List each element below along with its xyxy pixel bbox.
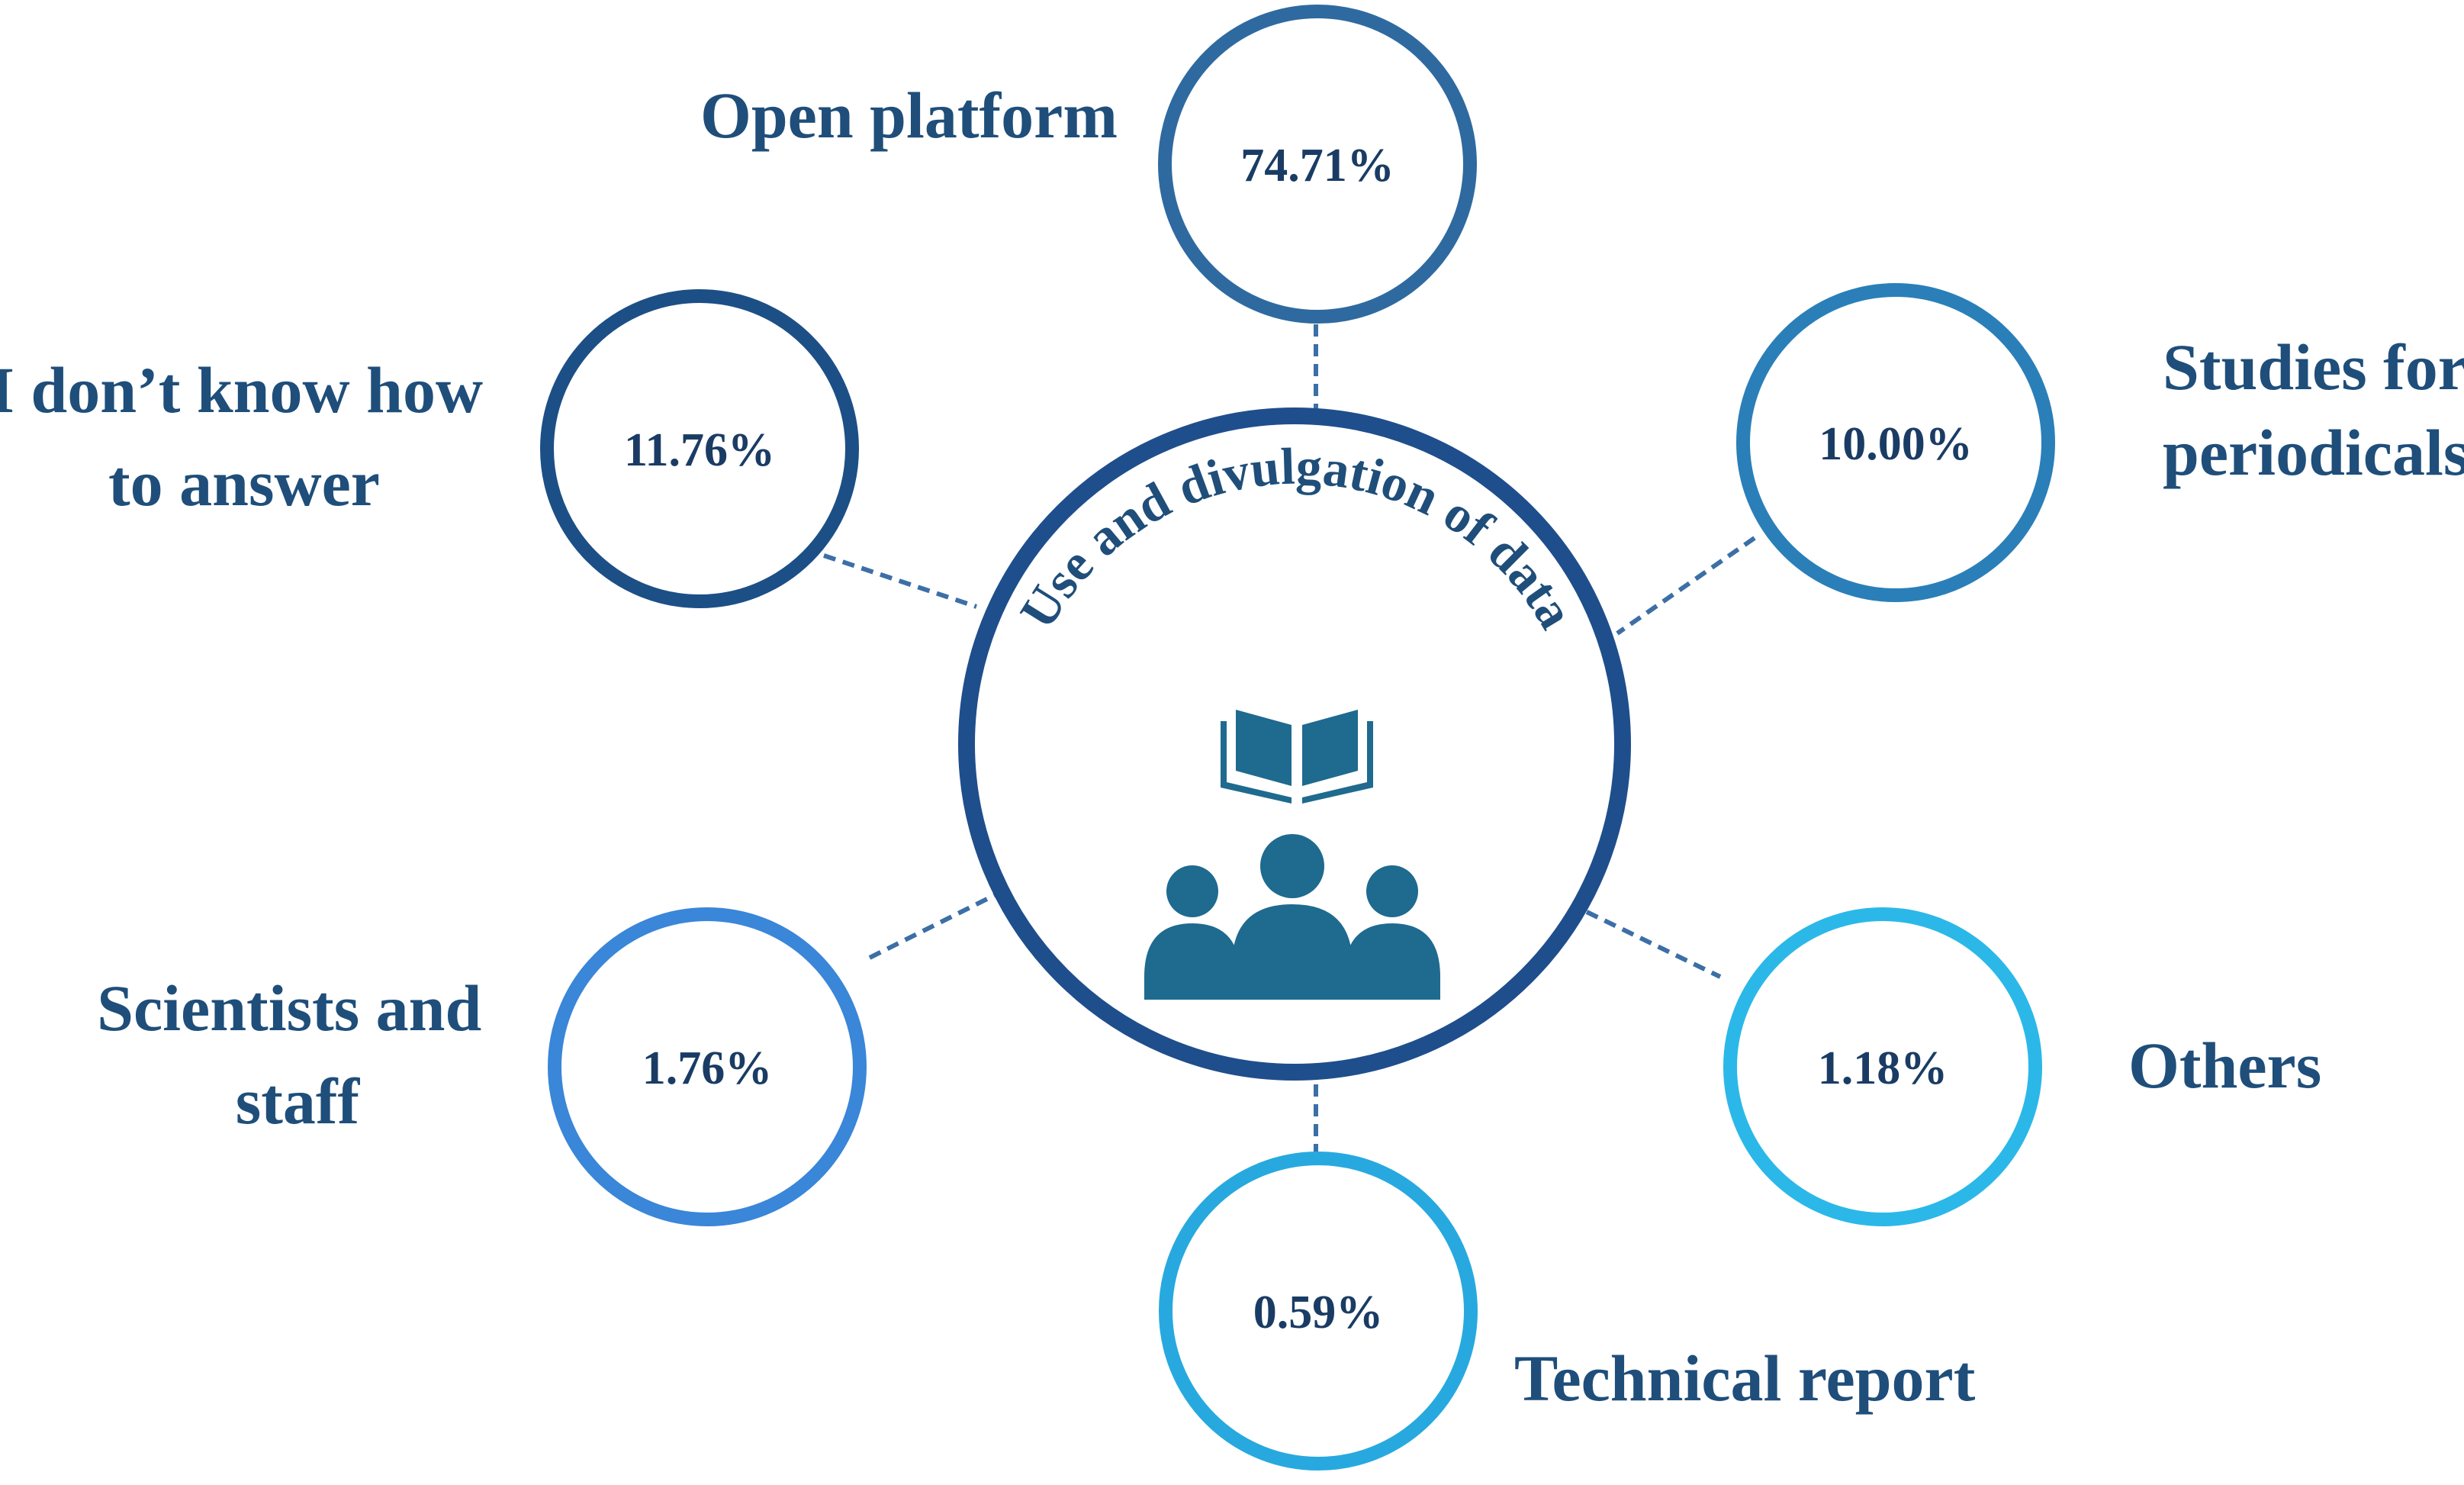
node-others: 1.18% Others	[1723, 907, 2321, 1226]
label-line: Open platform	[700, 79, 1118, 152]
node-scientists-and-staff: 1.76% Scientists and staff	[97, 907, 867, 1226]
node-circle-scientists-and-staff	[548, 907, 867, 1226]
open-book-icon	[1221, 710, 1373, 804]
node-technical-report: 0.59% Technical report	[1159, 1152, 1976, 1471]
node-label-technical-report: Technical report	[1514, 1342, 1976, 1415]
label-line: Scientists and	[97, 971, 481, 1045]
label-line: I don’t know how	[0, 353, 483, 427]
node-circle-i-dont-know-how-to-answer	[540, 289, 859, 608]
connectors	[823, 324, 1756, 1164]
label-line: Technical report	[1514, 1342, 1976, 1415]
center-node: Use and divulgation of data	[958, 407, 1631, 1081]
connector-others	[1585, 910, 1722, 979]
label-line: periodicals	[2163, 416, 2464, 489]
node-label-studies-for-periodicals: Studies for periodicals	[2163, 330, 2464, 489]
connector-scientists-and-staff	[868, 891, 1001, 960]
connector-studies-for-periodicals	[1616, 536, 1756, 636]
node-label-open-platform: Open platform	[700, 79, 1118, 152]
node-circle-studies-for-periodicals	[1736, 283, 2055, 602]
group-of-people-icon	[1144, 834, 1440, 1000]
node-value-technical-report: 0.59%	[1253, 1287, 1384, 1338]
node-value-studies-for-periodicals: 10.00%	[1819, 418, 1973, 470]
node-value-i-dont-know-how-to-answer: 11.76%	[624, 424, 775, 476]
center-circle	[958, 407, 1631, 1081]
node-label-others: Others	[2128, 1029, 2321, 1102]
node-circle-technical-report	[1159, 1152, 1478, 1471]
label-line: Others	[2128, 1029, 2321, 1102]
node-open-platform: 74.71% Open platform	[700, 5, 1477, 324]
node-label-scientists-and-staff: Scientists and staff	[97, 971, 498, 1138]
node-value-others: 1.18%	[1818, 1042, 1948, 1094]
node-studies-for-periodicals: 10.00% Studies for periodicals	[1736, 283, 2464, 602]
node-value-open-platform: 74.71%	[1240, 140, 1394, 192]
label-line: to answer	[108, 446, 380, 520]
node-value-scientists-and-staff: 1.76%	[642, 1042, 773, 1094]
label-line: Studies for	[2163, 330, 2464, 404]
connector-i-dont-know	[823, 553, 977, 609]
label-line: staff	[236, 1065, 361, 1138]
node-i-dont-know-how-to-answer: 11.76% I don’t know how to answer	[0, 289, 859, 608]
node-circle-others	[1723, 907, 2042, 1226]
node-circle-open-platform	[1158, 5, 1477, 324]
node-label-i-dont-know-how-to-answer: I don’t know how to answer	[0, 353, 500, 520]
